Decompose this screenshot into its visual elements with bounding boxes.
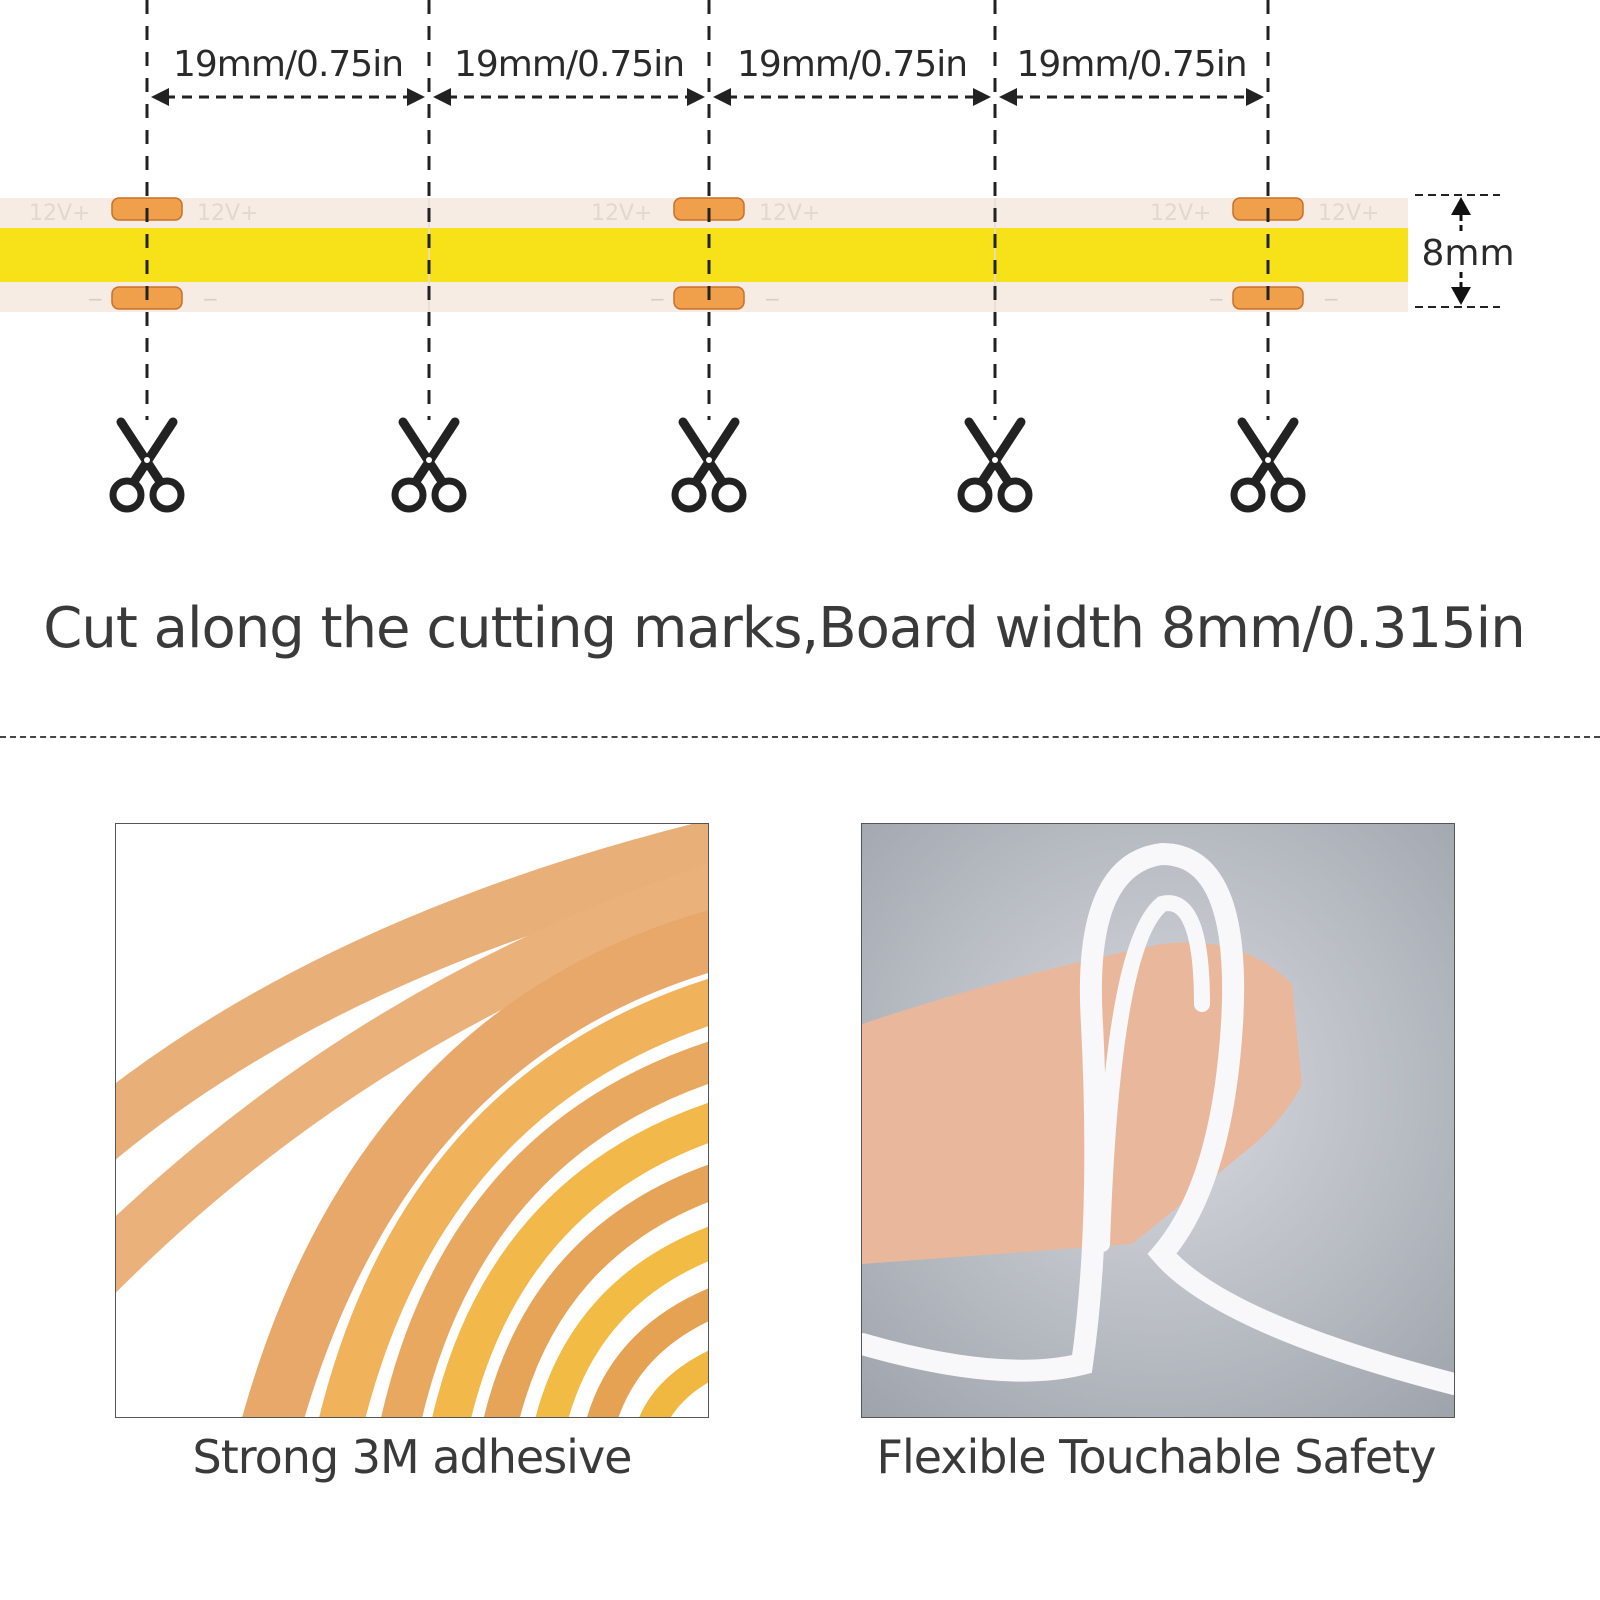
strip-plus-label: 12V+ (1150, 201, 1211, 226)
scissors-pivot (426, 457, 432, 463)
strip-plus-label: 12V+ (759, 201, 820, 226)
strip-minus-label: − (764, 287, 781, 311)
scissors-handle (957, 477, 993, 513)
board-width-label: 8mm (1421, 233, 1514, 274)
adhesive-reel-illustration (116, 824, 708, 1417)
scissors-blade (130, 417, 178, 485)
scissors-icon (391, 417, 467, 513)
scissors-icon (109, 417, 185, 513)
scissors-pivot (706, 457, 712, 463)
led-strip-cob-light (0, 228, 1408, 282)
scissors-handle (109, 477, 145, 513)
scissors-icon (671, 417, 747, 513)
scissors-blade (1251, 417, 1299, 485)
scissors-icon (957, 417, 1033, 513)
scissors-handle (391, 477, 427, 513)
arrow-left-icon (433, 88, 451, 106)
scissors-blade (692, 417, 740, 485)
strip-minus-label: − (649, 287, 666, 311)
strip-plus-label: 12V+ (1318, 201, 1379, 226)
scissors-handle (997, 477, 1033, 513)
segment-length-label: 19mm/0.75in (737, 44, 967, 85)
scissors-handle (431, 477, 467, 513)
arrow-left-icon (999, 88, 1017, 106)
scissors-blade (412, 417, 460, 485)
arrow-down-icon (1451, 287, 1471, 305)
scissors-handle (149, 477, 185, 513)
arrow-up-icon (1451, 197, 1471, 215)
section-divider (0, 736, 1600, 738)
arrow-left-icon (713, 88, 731, 106)
scissors-blade (964, 417, 1012, 485)
strip-plus-label: 12V+ (29, 201, 90, 226)
scissors-handle (1270, 477, 1306, 513)
strip-minus-label: − (1208, 287, 1225, 311)
adhesive-reel-photo (115, 823, 709, 1418)
strip-plus-label: 12V+ (591, 201, 652, 226)
segment-length-label: 19mm/0.75in (1016, 44, 1246, 85)
scissors-blade (1237, 417, 1285, 485)
scissors-handle (1230, 477, 1266, 513)
scissors-icon (1230, 417, 1306, 513)
scissors-handle (671, 477, 707, 513)
strip-minus-label: − (202, 287, 219, 311)
strip-minus-label: − (1323, 287, 1340, 311)
scissors-blade (678, 417, 726, 485)
feature-caption-adhesive: Strong 3M adhesive (192, 1430, 633, 1484)
scissors-pivot (992, 457, 998, 463)
flexible-strip-photo (861, 823, 1455, 1418)
arrow-right-icon (1246, 88, 1264, 106)
arrow-right-icon (687, 88, 705, 106)
arrow-right-icon (407, 88, 425, 106)
segment-length-label: 19mm/0.75in (173, 44, 403, 85)
strip-plus-label: 12V+ (197, 201, 258, 226)
feature-caption-flexible: Flexible Touchable Safety (876, 1430, 1437, 1484)
scissors-pivot (144, 457, 150, 463)
scissors-blade (398, 417, 446, 485)
segment-length-label: 19mm/0.75in (454, 44, 684, 85)
scissors-pivot (1265, 457, 1271, 463)
cutting-diagram: 12V+ 12V+ − − 12V+ 12V+ − − 12V+ 12V+ − − 19mm/0.75i… (0, 0, 1515, 513)
scissors-handle (711, 477, 747, 513)
arrow-right-icon (973, 88, 991, 106)
flexible-strip-illustration (862, 824, 1454, 1417)
scissors-blade (116, 417, 164, 485)
scissors-blade (978, 417, 1026, 485)
arrow-left-icon (151, 88, 169, 106)
headline: Cut along the cutting marks,Board width … (43, 596, 1525, 661)
strip-minus-label: − (87, 287, 104, 311)
